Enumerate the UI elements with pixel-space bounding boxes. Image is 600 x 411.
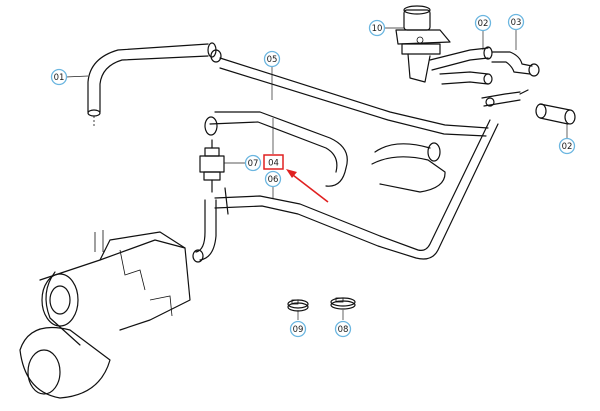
engine-housing — [19, 230, 191, 399]
pipe-part-06 — [192, 119, 499, 263]
highlight-box — [263, 154, 284, 170]
callout-07: 07 — [244, 154, 262, 172]
callout-02-top-label: 02 — [478, 19, 489, 29]
callout-07-label: 07 — [248, 159, 259, 169]
callout-03: 03 — [507, 13, 525, 31]
callout-10-label: 10 — [372, 24, 383, 34]
callout-01-label: 01 — [54, 73, 65, 83]
callout-09-label: 09 — [293, 325, 304, 335]
clamp-part-09 — [287, 299, 309, 312]
valve-part-10 — [395, 5, 451, 83]
hose-part-01 — [87, 42, 222, 128]
callout-09: 09 — [289, 320, 307, 338]
hose-parts-02-03 — [429, 46, 576, 125]
pipe-part-05 — [204, 57, 489, 193]
callout-01: 01 — [50, 68, 68, 86]
callout-10: 10 — [368, 19, 386, 37]
highlight-04-label: 04 — [268, 159, 279, 169]
red-arrow-icon — [288, 171, 329, 203]
valve-part-07 — [199, 139, 225, 193]
callout-02-top: 02 — [474, 14, 492, 32]
callout-08: 08 — [334, 320, 352, 338]
callout-05-label: 05 — [267, 55, 278, 65]
callout-06: 06 — [264, 170, 282, 188]
arrow-head-icon — [286, 169, 297, 178]
highlight-04: 04 — [263, 154, 329, 203]
callout-03-label: 03 — [511, 18, 522, 28]
callout-02-right: 02 — [558, 137, 576, 155]
callout-05: 05 — [263, 50, 281, 68]
clamp-part-08 — [330, 297, 356, 310]
leader-lines — [65, 27, 568, 320]
callout-02-right-label: 02 — [562, 142, 573, 152]
callout-06-label: 06 — [268, 175, 279, 185]
callout-08-label: 08 — [338, 325, 349, 335]
